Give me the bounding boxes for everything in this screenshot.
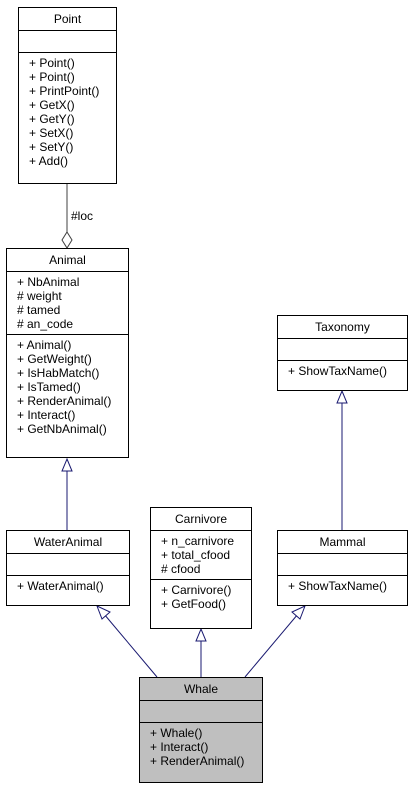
methods-section: + Carnivore() + GetFood() [151, 580, 251, 614]
class-whale[interactable]: Whale + Whale() + Interact() + RenderAni… [139, 677, 263, 783]
attribute: # weight [17, 289, 62, 303]
method: + Point() [29, 70, 75, 84]
method: + GetWeight() [17, 352, 92, 366]
inheritance-arrow-mammal [291, 605, 306, 620]
method: + IsHabMatch() [17, 366, 100, 380]
method: + GetY() [29, 112, 75, 126]
class-name: Mammal [278, 531, 407, 554]
method: + Add() [29, 154, 69, 168]
inheritance-arrow-taxonomy [336, 389, 348, 404]
method: + PrintPoint() [29, 84, 100, 98]
class-name: WaterAnimal [7, 531, 129, 554]
method: + RenderAnimal() [17, 394, 112, 408]
class-name: Animal [7, 249, 128, 272]
inheritance-arrow-wateranimal [96, 605, 111, 620]
method: + ShowTaxName() [288, 364, 388, 378]
class-name: Point [19, 8, 116, 31]
method: + Animal() [17, 338, 72, 352]
attribute: + total_cfood [161, 548, 231, 562]
attributes-section: + n_carnivore + total_cfood # cfood [151, 531, 251, 580]
methods-section: + Point() + Point() + PrintPoint() + Get… [19, 53, 116, 171]
method: + Carnivore() [161, 583, 232, 597]
methods-section: + ShowTaxName() [278, 576, 407, 598]
method: + SetY() [29, 140, 74, 154]
edge-whale-wateranimal [103, 613, 158, 678]
attributes-section [278, 554, 407, 576]
attributes-section: + NbAnimal # weight # tamed # an_code [7, 272, 128, 335]
methods-section: + Animal() + GetWeight() + IsHabMatch() … [7, 335, 128, 439]
method: + IsTamed() [17, 380, 81, 394]
inheritance-arrow-carnivore [195, 627, 207, 642]
aggregation-diamond [61, 231, 73, 249]
attribute: # tamed [17, 303, 61, 317]
method: + WaterAnimal() [17, 579, 104, 593]
attribute: # cfood [161, 562, 201, 576]
inheritance-arrow-animal [61, 457, 73, 472]
class-wateranimal[interactable]: WaterAnimal + WaterAnimal() [6, 530, 130, 606]
method: + Whale() [150, 726, 203, 740]
attributes-section [140, 701, 262, 723]
methods-section: + WaterAnimal() [7, 576, 129, 598]
edge-whale-mammal [244, 613, 299, 678]
attribute: # an_code [17, 317, 74, 331]
method: + GetX() [29, 98, 75, 112]
edge-label-loc: #loc [71, 209, 94, 223]
class-name: Carnivore [151, 508, 251, 531]
method: + GetNbAnimal() [17, 422, 107, 436]
methods-section: + ShowTaxName() [278, 361, 407, 383]
class-animal[interactable]: Animal + NbAnimal # weight # tamed # an_… [6, 248, 129, 458]
attribute: + NbAnimal [17, 275, 80, 289]
methods-section: + Whale() + Interact() + RenderAnimal() [140, 723, 262, 771]
attribute: + n_carnivore [161, 534, 235, 548]
class-mammal[interactable]: Mammal + ShowTaxName() [277, 530, 408, 606]
method: + GetFood() [161, 597, 227, 611]
class-taxonomy[interactable]: Taxonomy + ShowTaxName() [277, 315, 408, 391]
method: + Interact() [17, 408, 76, 422]
attributes-section [7, 554, 129, 576]
method: + Interact() [150, 740, 209, 754]
attributes-section [19, 31, 116, 53]
method: + Point() [29, 56, 75, 70]
class-name: Taxonomy [278, 316, 407, 339]
class-point[interactable]: Point + Point() + Point() + PrintPoint()… [18, 7, 117, 184]
class-carnivore[interactable]: Carnivore + n_carnivore + total_cfood # … [150, 507, 252, 629]
method: + RenderAnimal() [150, 754, 245, 768]
method: + SetX() [29, 126, 74, 140]
class-name: Whale [140, 678, 262, 701]
method: + ShowTaxName() [288, 579, 388, 593]
attributes-section [278, 339, 407, 361]
